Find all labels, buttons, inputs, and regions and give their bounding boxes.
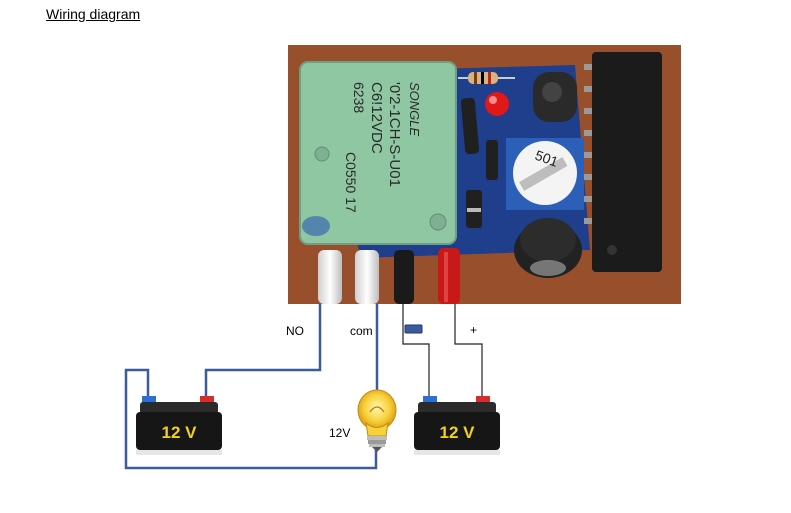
ic-chip	[584, 52, 662, 272]
battery-left: 12 V	[136, 396, 222, 455]
wire-return	[124, 368, 378, 470]
wire-plus	[454, 304, 483, 400]
label-no: NO	[286, 324, 304, 338]
transistor	[533, 72, 577, 122]
relay-code1: 6238	[351, 82, 367, 113]
label-com: com	[350, 324, 373, 338]
minus-symbol	[404, 324, 423, 334]
diodes	[460, 97, 498, 228]
battery-left-voltage: 12 V	[162, 423, 198, 442]
label-plus: +	[470, 323, 478, 337]
resistor	[458, 72, 515, 84]
wire-no	[204, 304, 322, 402]
potentiometer: 501	[506, 138, 584, 210]
battery-right-voltage: 12 V	[440, 423, 476, 442]
relay-board-photo: 501 SONGLE '0'2-1CH-S-U01	[288, 45, 681, 304]
relay-code2: C0550 17	[343, 152, 359, 213]
relay-voltage: C6!12VDC	[368, 82, 385, 154]
wiring	[124, 304, 379, 470]
page-title: Wiring diagram	[46, 6, 141, 22]
relay: SONGLE '0'2-1CH-S-U01 C6!12VDC 6238 C055…	[299, 61, 457, 245]
battery-right: 12 V	[414, 396, 500, 455]
led	[485, 92, 509, 116]
wiring-thin	[402, 304, 483, 400]
capacitor	[514, 218, 582, 278]
label-lamp-voltage: 12V	[329, 426, 351, 440]
relay-model: '0'2-1CH-S-U01	[386, 82, 403, 187]
relay-brand: SONGLE	[407, 82, 422, 137]
pot-value: 501	[533, 147, 561, 170]
board-wires	[318, 248, 460, 304]
lightbulb-icon	[357, 389, 397, 452]
wire-minus	[402, 304, 430, 400]
